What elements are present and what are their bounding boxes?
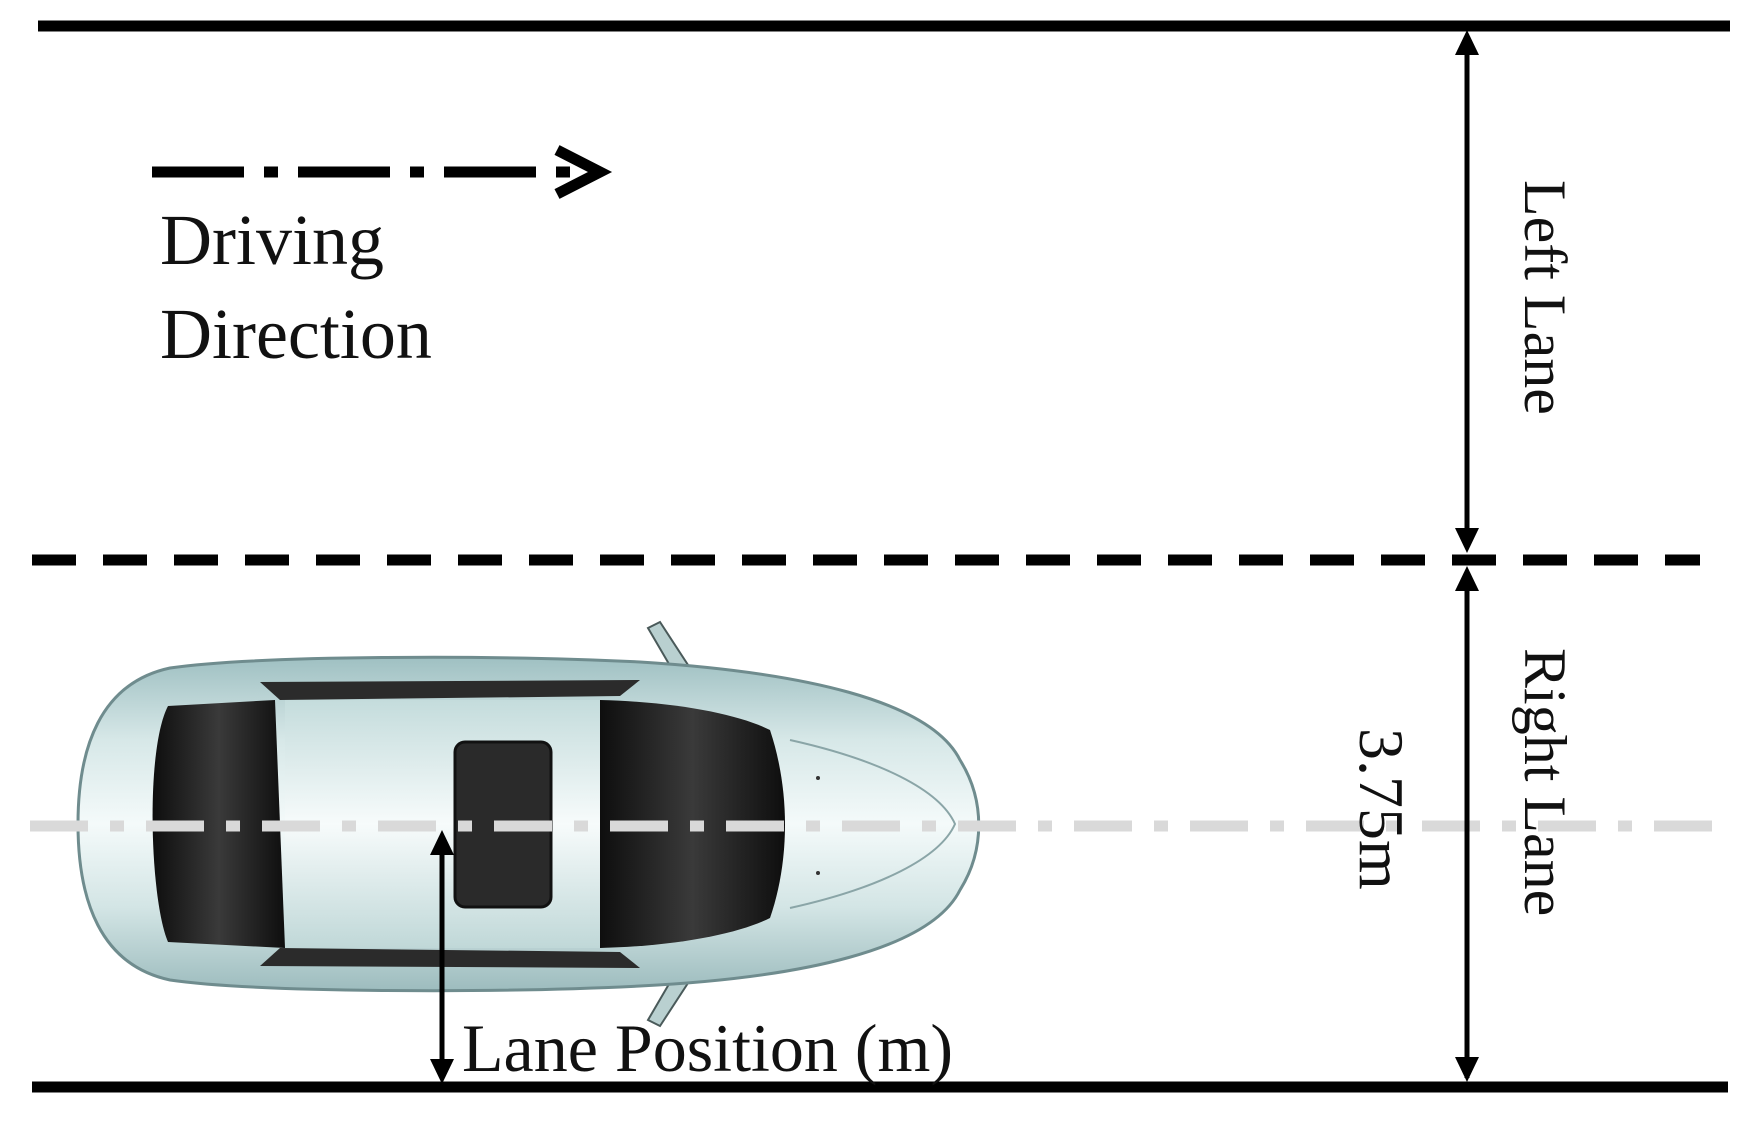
right-lane-arrow-icon [1455,566,1479,1082]
driving-direction-label-line1: Driving [160,200,384,280]
driving-direction-label-line2: Direction [160,294,432,374]
lane-width-label: 3.75m [1346,728,1417,890]
lane-position-arrow-icon [430,830,454,1084]
left-lane-arrow-icon [1455,30,1479,553]
driving-direction-arrow-icon [152,145,613,199]
right-lane-label: Right Lane [1512,648,1578,916]
left-lane-label: Left Lane [1512,180,1578,415]
lane-position-label: Lane Position (m) [462,1010,953,1086]
